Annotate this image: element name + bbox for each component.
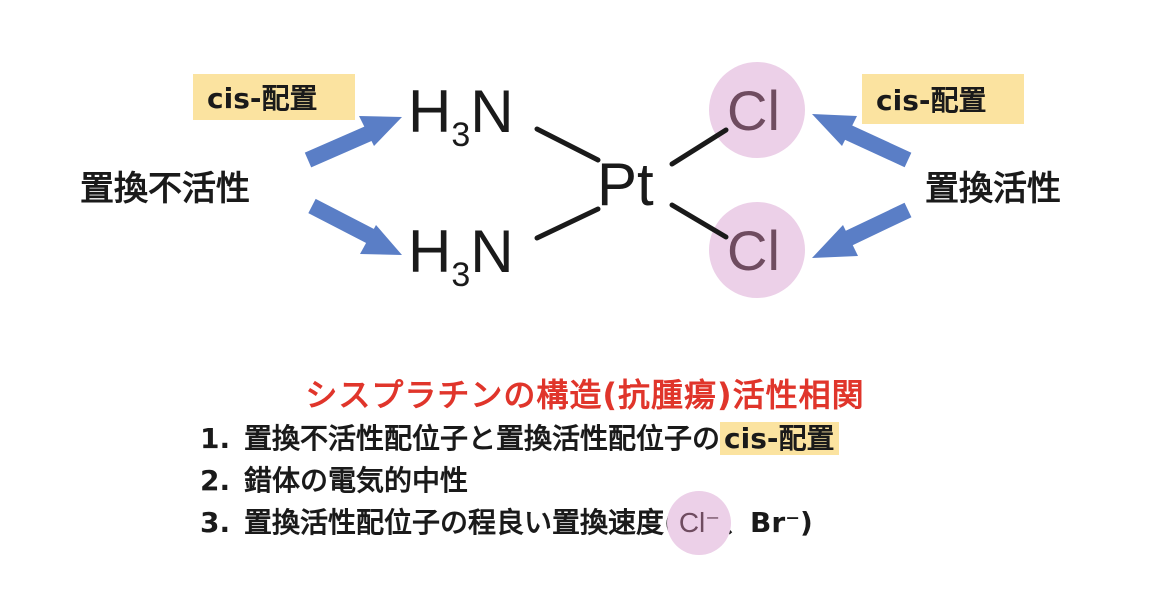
left-cis-tag-background [193, 74, 355, 120]
list-item-text: 置換不活性配位子と置換活性配位子の [244, 422, 721, 455]
list-item-number: 1. [200, 422, 231, 455]
ligand-bottom-left: H3N [408, 218, 514, 294]
ligand-bottom-right: Cl [727, 219, 780, 282]
arrow-left-upper [304, 116, 402, 168]
left-side-label: 置換不活性 [80, 169, 250, 209]
metal-center: Pt [597, 151, 654, 218]
bond-pt-n-bottom [534, 206, 601, 241]
list-item: 2. 錯体の電気的中性 [200, 460, 839, 502]
right-cis-tag-background [862, 74, 1024, 124]
arrow-right-upper [812, 114, 912, 168]
bond-pt-n-top [534, 126, 601, 163]
list-item-text: 錯体の電気的中性 [244, 464, 469, 497]
list-item-tail: 、Br⁻) [722, 506, 813, 539]
arrow-left-lower [308, 198, 402, 255]
left-cis-tag: cis-配置 [207, 82, 317, 115]
right-side-label: 置換活性 [925, 169, 1061, 209]
bond-pt-cl-top [669, 127, 729, 167]
cl-ion-highlight: Cl⁻ [667, 491, 732, 555]
cl-bottom-highlight [709, 202, 805, 298]
list-item: 3. 置換活性配位子の程良い置換速度(Cl⁻、Br⁻) [200, 491, 839, 555]
right-cis-tag: cis-配置 [876, 84, 986, 117]
bond-pt-cl-bottom [669, 202, 729, 240]
ligand-top-left: H3N [408, 78, 514, 154]
arrow-right-lower [812, 202, 912, 258]
caption-title: シスプラチンの構造(抗腫瘍)活性相関 [305, 376, 865, 414]
list-item-text: 置換活性配位子の程良い置換速度( [244, 506, 677, 539]
cl-top-highlight [709, 62, 805, 158]
list-item-number: 3. [200, 506, 231, 539]
cis-highlight: cis-配置 [720, 422, 839, 455]
list-item-number: 2. [200, 464, 231, 497]
ligand-top-right: Cl [727, 79, 780, 142]
